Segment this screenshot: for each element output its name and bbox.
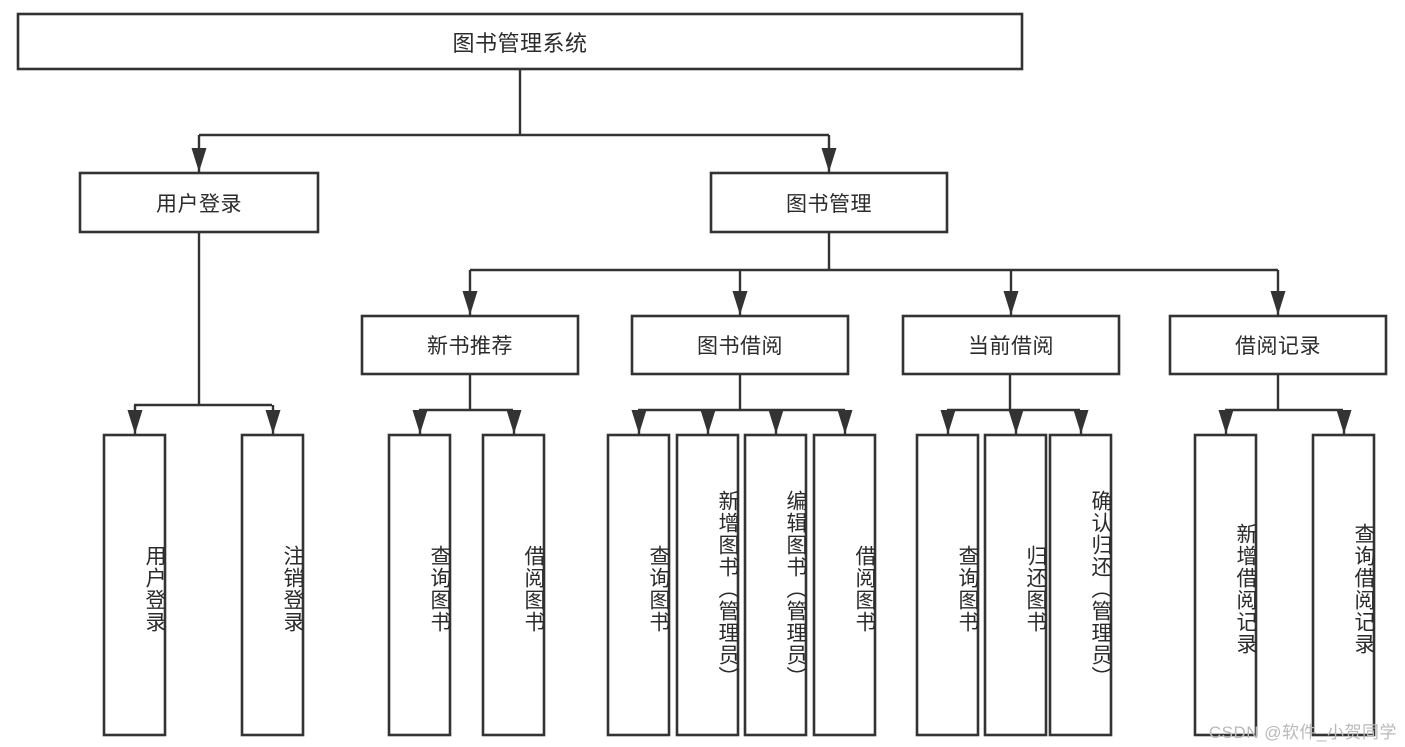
node-leaf-query-book-1[interactable] <box>389 435 450 735</box>
node-root[interactable] <box>18 14 1022 69</box>
arrow-head-icon <box>700 410 716 434</box>
node-box-leaf-query-book-1[interactable] <box>387 433 452 737</box>
arrow-head-icon <box>1218 410 1234 434</box>
node-box-leaf-query-book-3[interactable] <box>915 433 980 737</box>
arrow-head-icon <box>1270 291 1286 315</box>
node-box-leaf-logout[interactable] <box>240 433 305 737</box>
node-leaf-edit-book[interactable] <box>745 435 806 735</box>
node-box-leaf-edit-book[interactable] <box>743 433 808 737</box>
arrow-head-icon <box>940 410 956 434</box>
node-book-manage[interactable] <box>711 173 947 232</box>
node-leaf-return-book[interactable] <box>985 435 1046 735</box>
node-box-leaf-borrow-book-2[interactable] <box>812 433 877 737</box>
node-box-leaf-query-record[interactable] <box>1311 433 1376 737</box>
arrow-head-icon <box>732 291 748 315</box>
node-new-book-rec[interactable] <box>362 316 578 374</box>
arrow-head-icon <box>191 148 207 172</box>
node-box-borrow-record[interactable] <box>1168 314 1388 376</box>
node-box-leaf-user-login[interactable] <box>102 433 167 737</box>
node-leaf-borrow-book-2[interactable] <box>814 435 875 735</box>
node-current-borrow[interactable] <box>903 316 1119 374</box>
node-leaf-add-book[interactable] <box>677 435 738 735</box>
arrow-head-icon <box>631 410 647 434</box>
node-box-current-borrow[interactable] <box>901 314 1121 376</box>
node-box-leaf-borrow-book-1[interactable] <box>481 433 546 737</box>
arrow-head-icon <box>127 410 143 434</box>
node-box-leaf-add-book[interactable] <box>675 433 740 737</box>
node-box-leaf-return-book[interactable] <box>983 433 1048 737</box>
arrow-head-icon <box>1003 291 1019 315</box>
arrow-head-icon <box>412 410 428 434</box>
node-leaf-confirm-return[interactable] <box>1050 435 1111 735</box>
node-leaf-query-book-2[interactable] <box>608 435 669 735</box>
arrow-head-icon <box>1336 410 1352 434</box>
arrow-head-icon <box>1008 410 1024 434</box>
node-borrow-record[interactable] <box>1170 316 1386 374</box>
arrow-head-icon <box>768 410 784 434</box>
node-box-leaf-add-record[interactable] <box>1193 433 1258 737</box>
node-book-borrow[interactable] <box>632 316 848 374</box>
node-box-book-manage[interactable] <box>709 171 949 234</box>
arrow-head-icon <box>506 410 522 434</box>
node-leaf-add-record[interactable] <box>1195 435 1256 735</box>
node-leaf-borrow-book-1[interactable] <box>483 435 544 735</box>
node-leaf-user-login[interactable] <box>104 435 165 735</box>
node-user-login[interactable] <box>80 173 318 232</box>
node-box-leaf-confirm-return[interactable] <box>1048 433 1113 737</box>
arrow-head-icon <box>462 291 478 315</box>
arrow-head-icon <box>1073 410 1089 434</box>
node-leaf-query-book-3[interactable] <box>917 435 978 735</box>
node-box-book-borrow[interactable] <box>630 314 850 376</box>
node-box-root[interactable] <box>16 12 1024 71</box>
node-box-new-book-rec[interactable] <box>360 314 580 376</box>
arrow-head-icon <box>821 148 837 172</box>
arrow-head-icon <box>265 410 281 434</box>
arrow-head-icon <box>837 410 853 434</box>
node-box-user-login[interactable] <box>78 171 320 234</box>
node-box-leaf-query-book-2[interactable] <box>606 433 671 737</box>
csdn-watermark: CSDN @软件_小贺同学 <box>1208 723 1397 742</box>
node-leaf-logout[interactable] <box>242 435 303 735</box>
node-leaf-query-record[interactable] <box>1313 435 1374 735</box>
